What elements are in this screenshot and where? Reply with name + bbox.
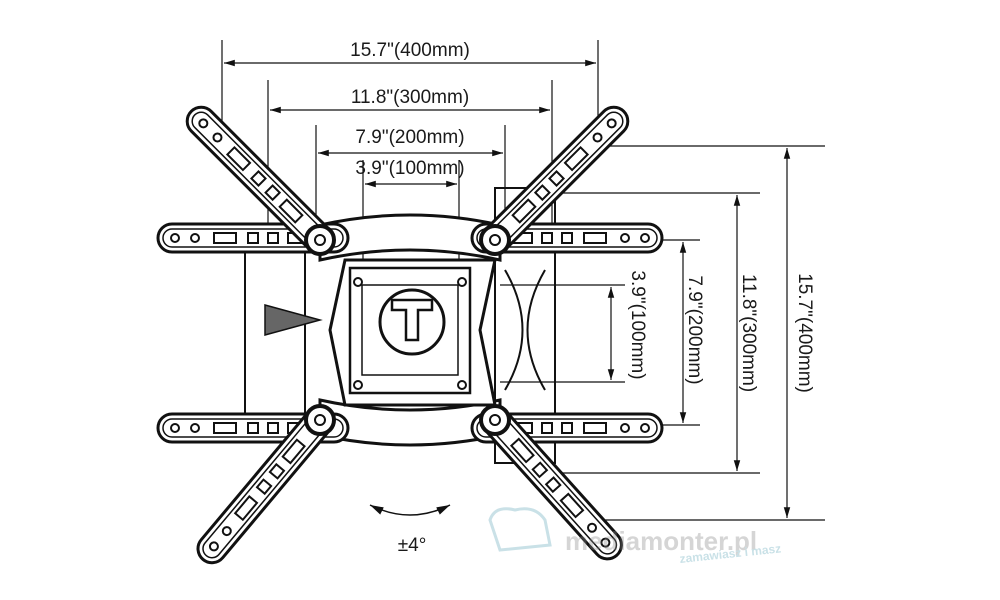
rotation-arrow-icon	[369, 504, 451, 516]
dim-label-400-v: 15.7"(400mm)	[794, 273, 815, 393]
dim-label-200-v: 7.9"(200mm)	[684, 275, 705, 384]
dim-label-300-v: 11.8"(300mm)	[738, 274, 759, 392]
dim-label-200-h: 7.9"(200mm)	[355, 127, 464, 148]
dim-label-300-h: 11.8"(300mm)	[351, 87, 469, 108]
watermark-logo-icon	[488, 507, 552, 552]
watermark-brand: mediamonter.pl	[565, 526, 757, 556]
watermark: mediamonter.pl zamawiasz i masz	[488, 507, 782, 566]
horizontal-dimensions	[221, 40, 599, 270]
dim-label-100-h: 3.9"(100mm)	[355, 158, 464, 179]
dim-label-100-v: 3.9"(100mm)	[627, 270, 648, 379]
wall-mount-drawing	[156, 99, 664, 570]
dim-label-400-h: 15.7"(400mm)	[350, 40, 470, 61]
tilt-label: ±4°	[398, 535, 427, 556]
